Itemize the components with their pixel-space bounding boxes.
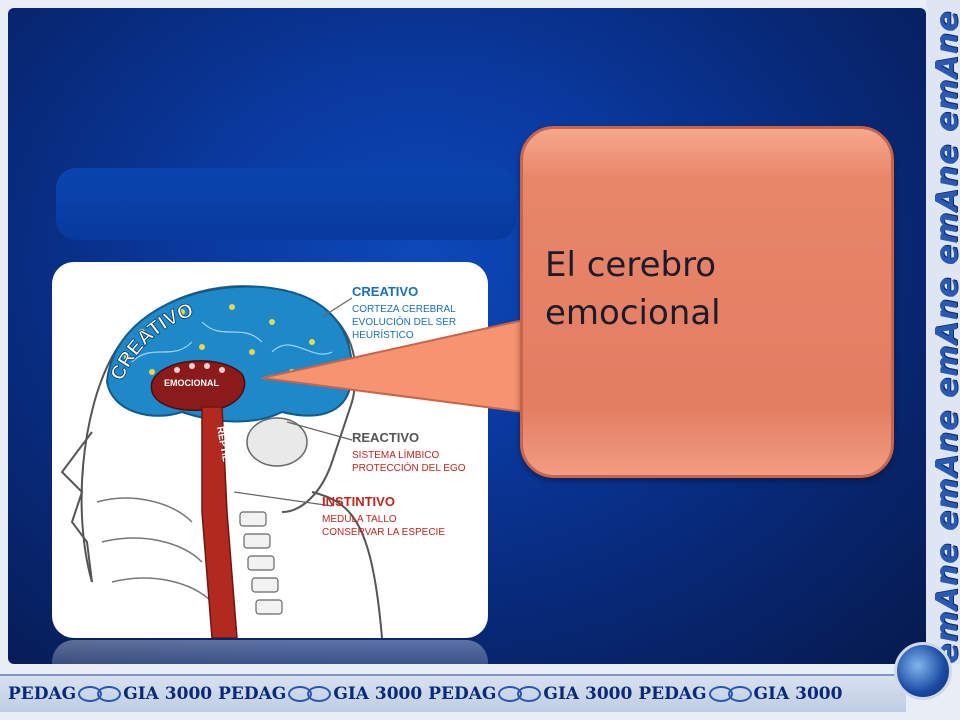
infinity-rings-icon <box>78 686 122 702</box>
infinity-rings-icon <box>498 686 542 702</box>
brain-diagram: CREATIVO EMOCIONAL REPTIL CREATIVO CORTE… <box>60 284 466 638</box>
footer-right-text: GIA 3000 <box>333 684 423 704</box>
footer-right-text: GIA 3000 <box>123 684 213 704</box>
brain-card-reflection <box>52 640 488 664</box>
label-reactivo-line1: SISTEMA LÍMBICO <box>352 448 439 461</box>
label-instintivo-title: INSTINTIVO <box>322 494 395 509</box>
nasal-cavity-lines <box>96 497 213 603</box>
label-instintivo-line2: CONSERVAR LA ESPECIE <box>322 527 445 538</box>
emotional-brain-dots <box>174 363 225 373</box>
brain-diagram-card: CREATIVO EMOCIONAL REPTIL CREATIVO CORTE… <box>52 262 488 638</box>
label-creativo-title: CREATIVO <box>352 284 418 299</box>
footer-left-text: PEDAG <box>218 684 287 704</box>
footer-item: PEDAG GIA 3000 <box>218 684 422 704</box>
footer-left-text: PEDAG <box>638 684 707 704</box>
footer-item: PEDAG GIA 3000 <box>8 684 212 704</box>
label-creativo-line1: CORTEZA CEREBRAL <box>352 304 456 315</box>
title-banner <box>56 168 516 240</box>
globe-emblem-icon <box>894 642 952 700</box>
label-creativo-line2: EVOLUCIÓN DEL SER <box>352 315 456 328</box>
label-instintivo-line1: MEDULA TALLO <box>322 514 397 525</box>
brain-stem <box>201 406 238 638</box>
label-reactivo-title: REACTIVO <box>352 430 419 445</box>
infinity-rings-icon <box>708 686 752 702</box>
face-profile <box>60 431 93 583</box>
footer-right-text: GIA 3000 <box>543 684 633 704</box>
callout-text: El cerebro emocional <box>545 245 721 333</box>
footer-item: PEDAG GIA 3000 <box>428 684 632 704</box>
footer-left-text: PEDAG <box>8 684 77 704</box>
label-reactivo-line2: PROTECCIÓN DEL EGO <box>352 461 466 474</box>
emocional-label: EMOCIONAL <box>164 378 220 388</box>
side-brand-strip: emAne emAne emAne emAne emAne <box>926 0 960 664</box>
footer-item: PEDAG GIA 3000 <box>638 684 842 704</box>
callout-box: El cerebro emocional <box>520 126 894 478</box>
side-brand-text: emAne emAne emAne emAne emAne <box>930 10 960 664</box>
infinity-rings-icon <box>288 686 332 702</box>
cerebellum <box>246 417 308 467</box>
spine-vertebrae <box>239 511 283 615</box>
emotional-brain <box>150 360 246 411</box>
footer-right-text: GIA 3000 <box>753 684 843 704</box>
footer-banner: PEDAG GIA 3000 PEDAG GIA 3000 PEDAG GIA … <box>0 674 906 712</box>
footer-left-text: PEDAG <box>428 684 497 704</box>
label-creativo-line3: HEURÍSTICO <box>352 328 414 341</box>
neck-outline <box>311 491 383 638</box>
label-pointer-lines <box>233 297 353 507</box>
